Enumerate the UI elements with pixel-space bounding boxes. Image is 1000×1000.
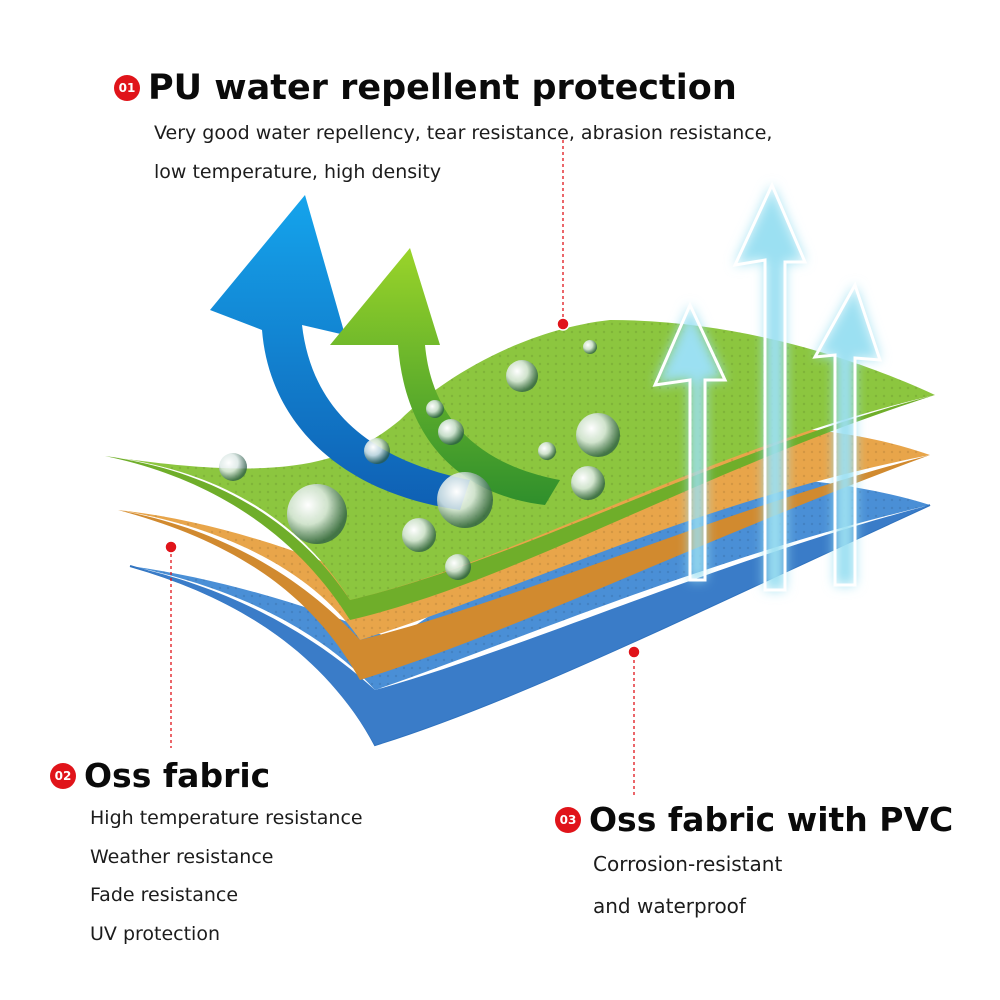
water-droplet-icon — [287, 484, 347, 544]
water-droplet-icon — [538, 442, 556, 460]
marker-dot — [164, 540, 178, 554]
number-badge: 01 — [114, 75, 140, 101]
description-line: UV protection — [90, 922, 221, 945]
description-line: High temperature resistance — [90, 807, 363, 829]
callout-title: PU water repellent protection — [148, 68, 737, 108]
callout-description: High temperature resistance Weather resi… — [90, 799, 363, 953]
callout-heading: 01 PU water repellent protection — [114, 68, 772, 108]
description-line: and waterproof — [593, 894, 746, 918]
water-droplets — [219, 340, 620, 580]
water-droplet-icon — [445, 554, 471, 580]
callout-pu-protection: 01 PU water repellent protection Very go… — [114, 68, 772, 192]
description-line: Corrosion-resistant — [593, 852, 783, 876]
callout-description: Very good water repellency, tear resista… — [154, 114, 772, 192]
vapor-arrow-icon — [652, 301, 728, 582]
description-line: Fade resistance — [90, 884, 239, 906]
vapor-arrow-icon — [812, 281, 883, 587]
water-droplet-icon — [364, 438, 390, 464]
water-droplet-icon — [438, 419, 464, 445]
water-droplet-icon — [506, 360, 538, 392]
marker-dot — [556, 317, 570, 331]
water-droplet-icon — [219, 453, 247, 481]
leader-line-3 — [627, 645, 641, 795]
curved-arrow-icon — [210, 195, 470, 510]
description-line: Weather resistance — [90, 845, 274, 868]
water-droplet-icon — [583, 340, 597, 354]
water-droplet-icon — [426, 400, 444, 418]
water-droplet-icon — [402, 518, 436, 552]
callout-title: Oss fabric — [84, 756, 271, 795]
marker-dot — [627, 645, 641, 659]
callout-title: Oss fabric with PVC — [589, 800, 954, 839]
description-line: Very good water repellency, tear resista… — [154, 122, 773, 144]
curved-arrow-icon — [330, 248, 560, 505]
callout-description: Corrosion-resistant and waterproof — [593, 843, 953, 927]
vapor-arrow-icon — [732, 181, 808, 592]
water-droplet-icon — [437, 472, 493, 528]
callout-heading: 02 Oss fabric — [50, 756, 363, 795]
callout-oss-pvc: 03 Oss fabric with PVC Corrosion-resista… — [555, 800, 953, 927]
water-droplet-icon — [571, 466, 605, 500]
number-badge: 03 — [555, 806, 581, 833]
callout-heading: 03 Oss fabric with PVC — [555, 800, 953, 839]
leader-line-1 — [556, 140, 570, 331]
number-badge: 02 — [50, 762, 76, 789]
callout-oss-fabric: 02 Oss fabric High temperature resistanc… — [50, 756, 363, 953]
leader-line-2 — [164, 540, 178, 748]
water-droplet-icon — [576, 413, 620, 457]
description-line: low temperature, high density — [154, 161, 442, 183]
